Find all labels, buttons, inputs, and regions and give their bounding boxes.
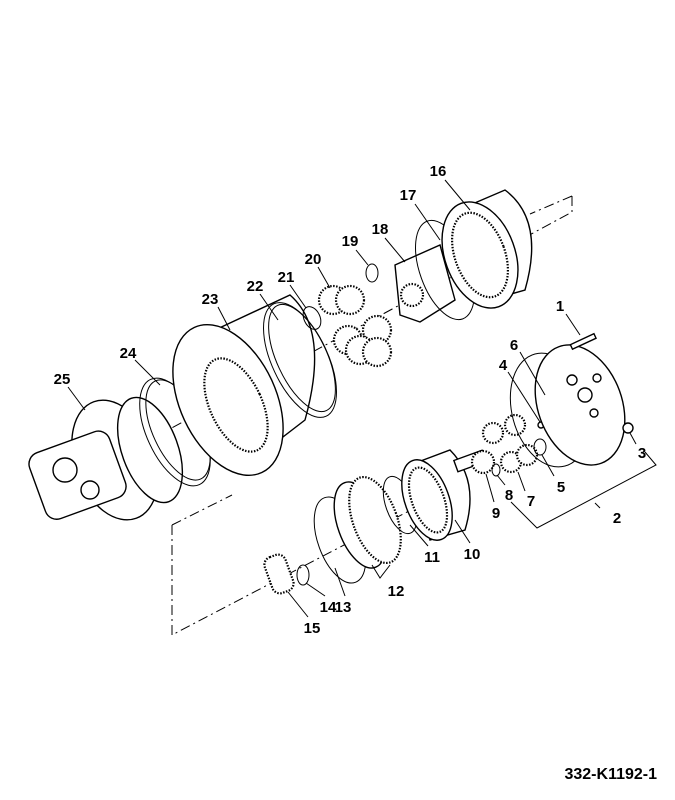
callout-11: 11 — [424, 549, 440, 566]
callout-2: 2 — [613, 510, 621, 527]
callout-16: 16 — [430, 163, 447, 180]
callout-7: 7 — [527, 493, 535, 510]
part-18-planet-carrier — [394, 244, 456, 323]
leader-lines — [67, 179, 657, 618]
part-20-planet-gears — [317, 284, 393, 368]
callout-25: 25 — [54, 371, 71, 388]
callout-12: 12 — [388, 583, 405, 600]
part-2-cover — [534, 344, 626, 466]
part-12-discs — [333, 475, 402, 569]
assembly-guide-lower — [171, 499, 431, 636]
part-21-thrust-ring — [302, 306, 322, 330]
callout-3: 3 — [638, 445, 646, 462]
part-1-bolt — [569, 332, 597, 351]
callout-5: 5 — [557, 479, 565, 496]
part-10-drum-gear — [401, 449, 488, 541]
callout-6: 6 — [510, 337, 518, 354]
callout-9: 9 — [492, 505, 500, 522]
callout-19: 19 — [342, 233, 359, 250]
callout-13: 13 — [335, 599, 352, 616]
part-23-hub — [172, 294, 316, 476]
part-7-bearings — [481, 413, 539, 474]
callout-24: 24 — [120, 345, 137, 362]
assembly-guide-lower-link — [171, 494, 233, 526]
callout-20: 20 — [305, 251, 322, 268]
callout-10: 10 — [464, 546, 481, 563]
figure-id: 332-K1192-1 — [564, 766, 657, 783]
part-14-washer — [296, 564, 310, 586]
part-8-ring — [491, 463, 501, 477]
callout-23: 23 — [202, 291, 219, 308]
callout-14: 14 — [320, 599, 337, 616]
part-9-gear — [470, 449, 496, 475]
part-19-snap-ring — [365, 263, 379, 283]
part-3-plug — [622, 422, 634, 434]
callout-4: 4 — [499, 357, 508, 374]
callout-1: 1 — [556, 298, 564, 315]
part-5-o-ring — [533, 438, 547, 456]
callout-21: 21 — [278, 269, 295, 286]
part-16-ring-gear — [441, 189, 533, 309]
callout-15: 15 — [304, 620, 321, 637]
part-25-travel-motor — [28, 396, 184, 521]
callout-18: 18 — [372, 221, 389, 238]
callout-22: 22 — [247, 278, 264, 295]
part-15-sun-gear — [263, 553, 295, 595]
assembly-guide-upper-link — [529, 195, 573, 215]
callout-17: 17 — [400, 187, 417, 204]
callout-8: 8 — [505, 487, 513, 504]
